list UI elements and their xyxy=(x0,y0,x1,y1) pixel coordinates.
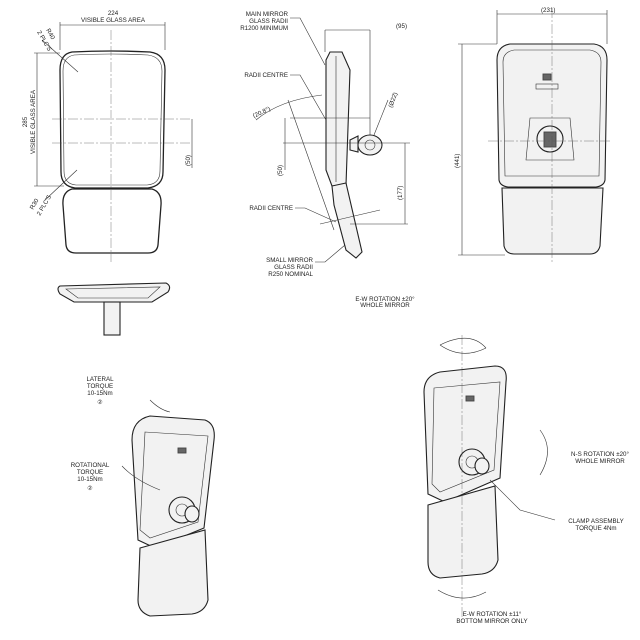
small-glass-note-3: R250 NOMINAL xyxy=(268,271,313,278)
rotational-torque-4: ② xyxy=(87,485,93,492)
ew-rotation-bottom-2: BOTTOM MIRROR ONLY xyxy=(456,618,527,625)
lateral-torque-3: 10-15Nm xyxy=(87,390,112,397)
side-view: (95) (Ø22) (20.8°) (50) (177) MAIN MIRRO… xyxy=(240,11,415,309)
angle-dim: (20.8°) xyxy=(252,106,272,120)
radii-centre-bottom: RADII CENTRE xyxy=(249,205,293,212)
small-glass-note-1: SMALL MIRROR xyxy=(266,257,313,264)
height-dim: 285 xyxy=(22,116,29,127)
iso-view-left: LATERAL TORQUE 10-15Nm ② ROTATIONAL TORQ… xyxy=(71,376,215,617)
clamp-side xyxy=(349,135,359,153)
iso-view-right: N-S ROTATION ±20° WHOLE MIRROR CLAMP ASS… xyxy=(423,335,629,625)
front-view: 224 VISIBLE GLASS AREA 285 VISIBLE GLASS… xyxy=(22,10,193,262)
clamp-height-dim: (177) xyxy=(397,186,404,200)
ew-rotation-2: WHOLE MIRROR xyxy=(360,302,410,309)
bottom-view xyxy=(57,282,171,336)
diameter-dim: (Ø22) xyxy=(387,91,399,108)
main-glass-note-2: GLASS RADII xyxy=(249,18,288,25)
main-glass-note-1: MAIN MIRROR xyxy=(246,11,289,18)
height-dim-rear: (441) xyxy=(454,154,461,168)
width-dim-rear: (231) xyxy=(541,7,555,14)
ns-rotation-1: N-S ROTATION ±20° xyxy=(571,451,629,458)
width-label: VISIBLE GLASS AREA xyxy=(81,17,146,24)
ew-rotation-1: E-W ROTATION ±20° xyxy=(355,296,415,303)
small-glass-outline xyxy=(62,188,162,254)
height-label: VISIBLE GLASS AREA xyxy=(30,89,37,154)
rear-view: (231) (441) xyxy=(454,7,612,262)
rotational-torque-3: 10-15Nm xyxy=(77,476,102,483)
small-glass-note-2: GLASS RADII xyxy=(274,264,313,271)
rotational-torque-1: ROTATIONAL xyxy=(71,462,110,469)
lateral-torque-4: ② xyxy=(97,399,103,406)
width-dim: 224 xyxy=(108,10,119,17)
radii-centre-top: RADII CENTRE xyxy=(244,72,288,79)
lateral-torque-2: TORQUE xyxy=(87,383,113,390)
clamp-torque-1: CLAMP ASSEMBLY xyxy=(568,518,623,525)
offset-dim-side: (50) xyxy=(277,165,284,176)
main-mirror-side xyxy=(325,51,351,187)
ew-rotation-bottom-1: E-W ROTATION ±11° xyxy=(463,611,522,618)
depth-dim: (95) xyxy=(396,23,407,30)
rotational-torque-2: TORQUE xyxy=(77,469,103,476)
small-mirror-side xyxy=(331,182,363,259)
ns-rotation-2: WHOLE MIRROR xyxy=(575,458,625,465)
bottom-radius-qty: 2 PLC'S xyxy=(36,194,53,217)
main-glass-note-3: R1200 MINIMUM xyxy=(240,25,288,32)
offset-dim: (50) xyxy=(185,155,192,166)
lateral-torque-1: LATERAL xyxy=(86,376,114,383)
clamp-torque-2: TORQUE 4Nm xyxy=(575,525,616,532)
main-glass-outline xyxy=(59,50,166,189)
